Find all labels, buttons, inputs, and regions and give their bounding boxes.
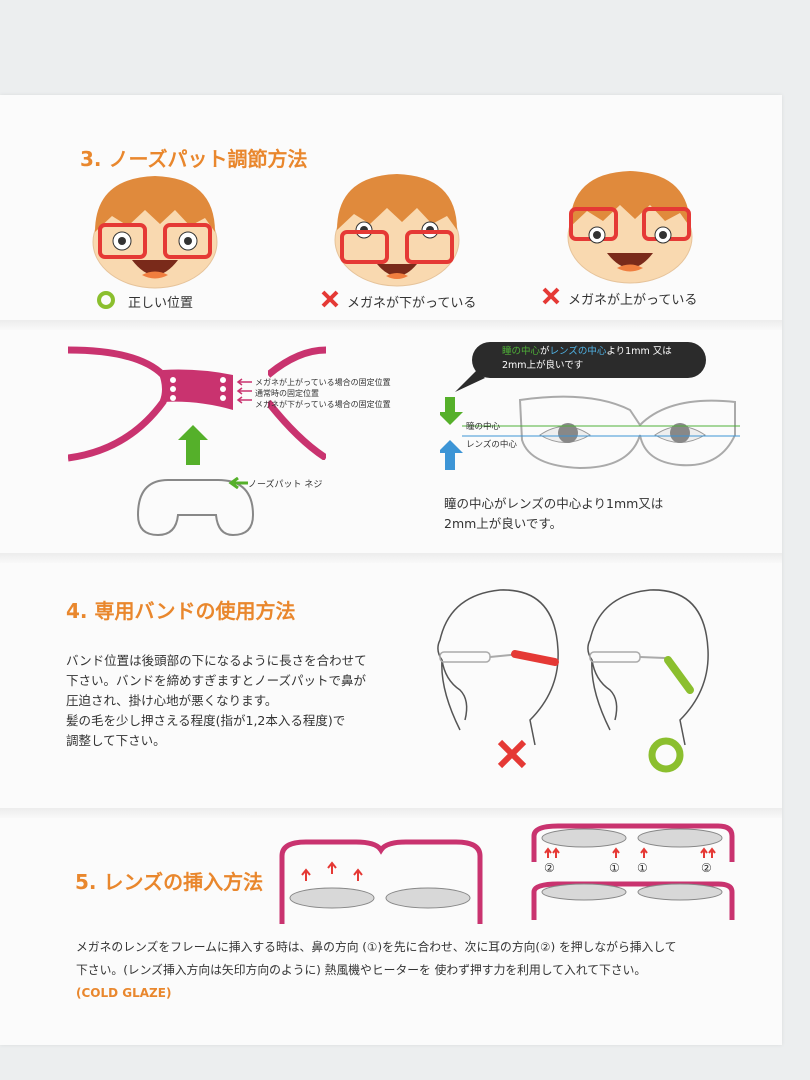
paper-fold [0,808,782,818]
section3-title: 3. ノーズパット調節方法 [80,147,308,171]
caption-too-high: メガネが上がっている [568,293,698,308]
label-normal-position: 通常時の固定位置 [255,389,319,398]
lens-insert-frame-2 [531,823,735,920]
correct-circle-icon [97,291,115,309]
callout-line2: 2mm上が良いです [502,360,584,371]
insert-text-1: メガネのレンズをフレームに挿入する時は、鼻の方向 (①)を先に合わせ、次に耳の方… [76,940,677,954]
band-text-3: 圧迫され、掛け心地が悪くなります。 [66,693,278,708]
correct-circle-icon [648,737,684,773]
band-text-5: 調整して下さい。 [66,733,166,748]
callout-pointer [455,370,485,392]
face-glasses-too-high [567,171,693,284]
caption-correct: 正しい位置 [128,296,194,311]
paper-fold [0,320,782,330]
num-nose-left: ① [609,861,620,875]
lens-center-label: レンズの中心 [466,440,517,450]
frame-bridge-diagram [68,346,255,537]
wrong-cross-icon [542,287,560,305]
callout-tail: より1mm 又は [606,346,672,357]
callout-lens-text: レンズの中心 [549,346,607,357]
lens-insert-frame-1 [279,839,483,924]
insert-text-2: 下さい。(レンズ挿入方向は矢印方向のように) 熱風機やヒーターを 使わず押す力を… [76,963,647,977]
wrong-cross-icon [321,290,339,308]
head-band-correct [587,589,709,746]
wrong-cross-icon [497,739,527,769]
num-nose-right: ① [637,861,648,875]
band-text-4: 髪の毛を少し押さえる程度(指が1,2本入る程度)で [66,713,346,728]
callout-ga: が [540,346,550,357]
eye-lens-diagram [440,395,740,470]
section4-title: 4. 専用バンドの使用方法 [66,599,296,623]
band-text-1: バンド位置は後頭部の下になるように長さを合わせて [66,653,367,668]
section5-title: 5. レンズの挿入方法 [75,870,264,894]
screw-label: ノーズパット ネジ [248,480,323,490]
cold-glaze-label: (COLD GLAZE) [76,986,172,1000]
pupil-center-label: 瞳の中心 [466,422,501,432]
screw-arrow-icon [228,477,248,489]
pupil-note-line1: 瞳の中心がレンズの中心より1mm又は [444,496,664,511]
caption-too-low: メガネが下がっている [347,296,477,311]
label-high-position: メガネが上がっている場合の固定位置 [255,378,391,387]
position-arrows-icon [236,378,252,404]
pupil-callout: 瞳の中心がレンズの中心より1mm 又は 2mm上が良いです [472,342,706,378]
callout-pupil-text: 瞳の中心 [502,346,541,357]
num-ear-right: ② [701,861,712,875]
pupil-note-line2: 2mm上が良いです。 [444,516,563,531]
paper-fold [0,553,782,563]
head-band-wrong [437,589,559,746]
label-low-position: メガネが下がっている場合の固定位置 [255,400,391,409]
num-ear-left: ② [544,861,555,875]
band-text-2: 下さい。バンドを締めすぎますとノーズパットで鼻が [66,673,367,688]
face-correct-position [92,176,218,289]
face-glasses-too-low [334,174,460,287]
frame-bridge-right [268,346,326,460]
